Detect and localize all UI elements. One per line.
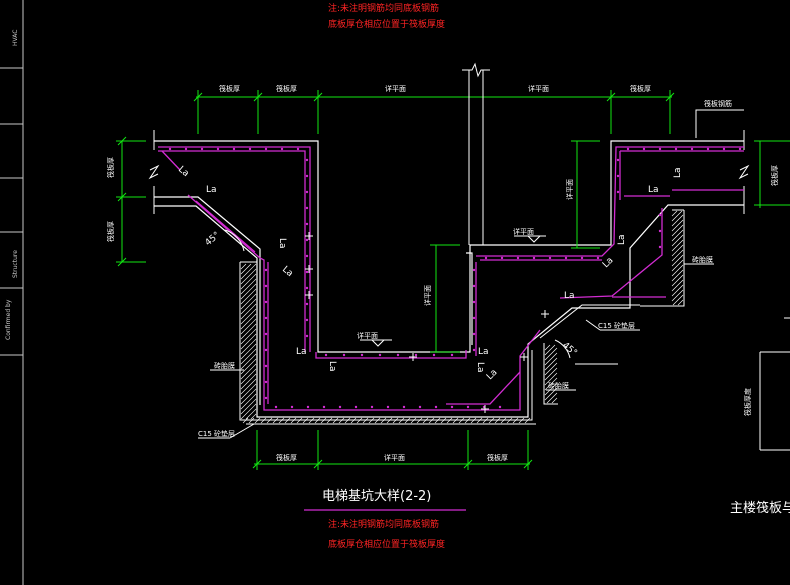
angle-right-label: 45° <box>560 341 579 359</box>
la-label: La <box>617 234 627 245</box>
dim-top-left1: 筏板厚 <box>219 84 240 93</box>
level-mark-label: 详平面 <box>357 331 378 340</box>
top-note-line2: 底板厚仓相应位置于筏板厚度 <box>328 18 445 30</box>
brick-wall-right2-label: 砖胎膜 <box>692 255 713 264</box>
la-label: La <box>277 238 287 249</box>
la-label: La <box>648 185 659 195</box>
top-note-line1: 注:未注明钢筋均同底板钢筋 <box>328 2 439 14</box>
brick-hatch-right2 <box>671 210 684 306</box>
dim-bottom-right: 筏板厚 <box>487 453 508 462</box>
bottom-note-line2: 底板厚仓相应位置于筏板厚度 <box>328 538 445 550</box>
far-right-vert-label: 筏板厚度 <box>743 388 752 416</box>
la-label: La <box>327 361 337 372</box>
la-label: La <box>673 167 683 178</box>
structure-label: Structure <box>12 250 19 278</box>
bottom-dimension-chain <box>252 430 533 470</box>
c15-right-label: C15 砼垫层 <box>598 321 635 330</box>
material-leaders <box>198 263 714 439</box>
la-label: La <box>296 347 307 357</box>
brick-hatch-right <box>544 344 558 404</box>
dim-left-vert1: 筏板厚 <box>106 157 115 178</box>
right-partial-title: 主楼筏板与地 <box>730 500 790 516</box>
right-vertical-dimensions <box>430 140 790 353</box>
top-right-leader <box>695 109 744 138</box>
la-label: La <box>485 368 500 383</box>
concrete-outline <box>154 140 744 418</box>
dim-right-vert2: 详平面 <box>565 179 574 200</box>
rebar-lines <box>158 146 744 411</box>
angle-left-label: 45° <box>204 230 223 248</box>
dim-top-mid2: 详平面 <box>528 84 549 93</box>
right-rebar-label: 筏板钢筋 <box>704 99 732 108</box>
level-mark-label2: 详平面 <box>513 227 534 236</box>
center-axis-break <box>462 62 490 245</box>
bottom-note-line1: 注:未注明钢筋均同底板钢筋 <box>328 518 439 530</box>
right-partial-detail <box>759 317 790 451</box>
confirmed-by-label: Confirmed by <box>5 299 12 340</box>
la-label: La <box>475 362 485 373</box>
title-block-strip: HVAC Structure Confirmed by <box>0 0 24 585</box>
brick-wall-right-label: 砖胎膜 <box>548 381 569 390</box>
hvac-label: HVAC <box>12 30 19 46</box>
top-dimension-chain <box>193 90 675 134</box>
la-label: La <box>176 165 190 179</box>
dim-center-vert: 详平面 <box>423 285 432 306</box>
dim-top-right: 筏板厚 <box>630 84 651 93</box>
la-labels: La La La La La La La La La La La La La L… <box>176 165 683 382</box>
la-label: La <box>478 347 489 357</box>
brick-hatch-left <box>240 263 257 420</box>
rebar-dots <box>168 147 742 409</box>
la-label: La <box>601 256 616 271</box>
drawing-title: 电梯基坑大样(2-2) <box>322 489 431 504</box>
crosshair-marks <box>305 232 549 413</box>
c15-left-label: C15 砼垫层 <box>198 429 235 438</box>
level-marks <box>360 235 546 347</box>
angle-arcs <box>224 229 571 359</box>
dim-right-vert1: 筏板厚 <box>770 165 779 186</box>
la-label: La <box>280 265 294 279</box>
left-break-marks <box>148 130 750 214</box>
dim-top-left2: 筏板厚 <box>276 84 297 93</box>
brick-wall-outlines <box>239 209 685 425</box>
la-label: La <box>206 185 217 195</box>
dim-bottom-mid: 详平面 <box>384 453 405 462</box>
brick-wall-left-label: 砖胎膜 <box>214 361 235 370</box>
dim-top-mid1: 详平面 <box>385 84 406 93</box>
dim-left-vert2: 筏板厚 <box>106 221 115 242</box>
left-vertical-dimensions <box>116 136 146 267</box>
dim-bottom-left: 筏板厚 <box>276 453 297 462</box>
la-label: La <box>564 291 575 301</box>
